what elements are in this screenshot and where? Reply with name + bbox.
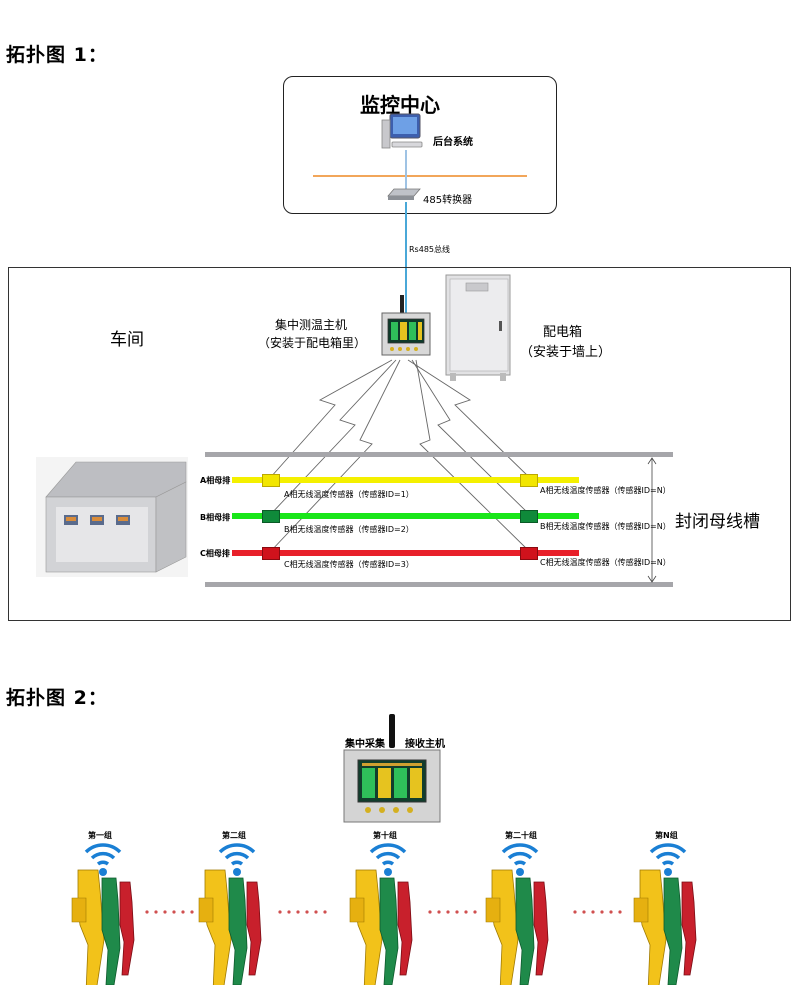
phase-c-sensor-1-label: C相无线温度传感器（传感器ID=3） [284,560,414,569]
wireless-signal-lines [269,359,531,553]
workshop-box [8,267,791,621]
topology2-title: 拓扑图 2： [6,687,108,709]
phase-a-name: A相母排 [200,476,231,485]
phase-a-bar [232,477,579,483]
phase-a-sensor-n [520,474,538,487]
phase-a-sensor-n-label: A相无线温度传感器（传感器ID=N） [540,486,671,495]
phase-b-sensor-n [520,510,538,523]
phase-a-sensor-1-label: A相无线温度传感器（传感器ID=1） [284,490,414,499]
busway-bottom-rail [205,582,673,587]
phase-b-sensor-n-label: B相无线温度传感器（传感器ID=N） [540,522,671,531]
group-label-2: 第二组 [222,831,246,840]
phase-c-name: C相母排 [200,549,230,558]
backend-system-label: 后台系统 [433,137,473,148]
cabinet-label-line2: （安装于墙上） [520,345,612,360]
rs485-bus-label: Rs485总线 [409,245,450,254]
phase-b-sensor-1 [262,510,280,523]
receiver-label-left: 集中采集 [345,739,385,750]
sensor-groups [71,843,697,985]
phase-b-bar [232,513,579,519]
phase-c-bar [232,550,579,556]
phase-a-sensor-1 [262,474,280,487]
phase-c-sensor-n-label: C相无线温度传感器（传感器ID=N） [540,558,671,567]
orange-network-line [313,175,527,177]
busway-span-arrow [647,457,657,583]
phase-b-name: B相母排 [200,513,231,522]
rs485-bus-line [405,202,407,315]
host-label-line1: 集中测温主机 [275,318,348,332]
group-label-20: 第二十组 [505,831,537,840]
host-label-line2: （安装于配电箱里） [258,336,367,350]
receiver-label-right: 接收主机 [405,739,445,750]
group-label-10: 第十组 [373,831,397,840]
converter-label: 485转换器 [423,195,473,206]
computer-connector-line [405,150,407,190]
workshop-label: 车间 [110,330,144,350]
phase-c-sensor-n [520,547,538,560]
group-label-1: 第一组 [88,831,112,840]
topology1-title: 拓扑图 1： [6,44,108,66]
phase-c-sensor-1 [262,547,280,560]
monitoring-center-title: 监控中心 [360,93,440,117]
phase-b-sensor-1-label: B相无线温度传感器（传感器ID=2） [284,525,414,534]
computer-icon [381,113,423,149]
cabinet-label-line1: 配电箱 [543,325,583,340]
group-label-n: 第N组 [655,831,678,840]
converter-icon [387,188,421,200]
busway-photo [36,457,188,577]
busway-label: 封闭母线槽 [675,512,760,532]
distribution-cabinet [445,274,511,381]
temperature-host-device [381,295,431,356]
receiver-host-device [343,714,441,823]
busway-top-rail [205,452,673,457]
